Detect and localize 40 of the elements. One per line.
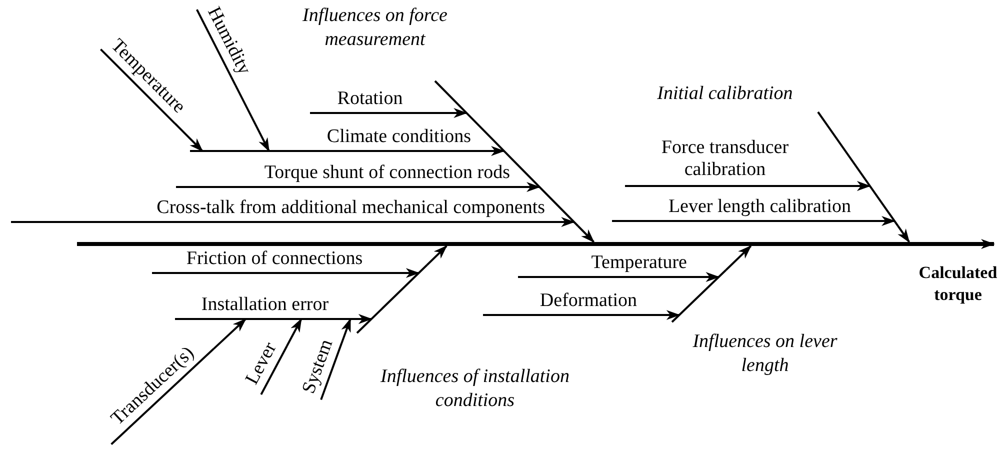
cause-label: Cross-talk from additional mechanical components [11, 197, 551, 223]
arrow [960, 239, 995, 249]
cause-label: Deformation [483, 290, 643, 316]
category-label: Influences of installation conditions [380, 365, 570, 413]
arrow [693, 272, 720, 282]
arrow [397, 268, 420, 278]
cause-label: Lever length calibration [612, 196, 857, 222]
category-label: Initial calibration [656, 82, 794, 106]
arrow [213, 318, 246, 350]
bone-line [672, 270, 726, 322]
arrow [516, 182, 540, 192]
arrow [725, 245, 752, 271]
cause-label: Friction of connections [152, 248, 397, 274]
arrow [577, 225, 595, 243]
arrow [477, 146, 505, 156]
cause-label: Force transducer calibration [625, 137, 825, 187]
arrow [426, 245, 448, 266]
cause-label: Climate conditions [190, 126, 477, 152]
arrow [286, 318, 302, 346]
arrow [825, 181, 871, 191]
category-label: Influences on force measurement [302, 4, 448, 52]
cause-label: Rotation [310, 88, 430, 114]
cause-label: System [298, 334, 343, 400]
spine-line [77, 242, 960, 246]
arrow [643, 310, 680, 320]
cause-label: Temperature [518, 252, 693, 278]
arrow [234, 84, 270, 152]
cause-label: Torque shunt of connection rods [176, 162, 516, 188]
arrow [355, 314, 372, 324]
arrow [340, 318, 352, 344]
arrow [174, 122, 204, 152]
arrow [551, 217, 576, 227]
bone-line [357, 265, 427, 333]
arrow [857, 216, 896, 226]
effect-label: Calculated torque [916, 244, 1000, 310]
cause-label: Installation error [175, 294, 355, 320]
cause-label: Lever [239, 334, 288, 395]
category-label: Influences on lever length [692, 330, 838, 378]
arrow [430, 108, 468, 118]
arrow [897, 225, 910, 243]
